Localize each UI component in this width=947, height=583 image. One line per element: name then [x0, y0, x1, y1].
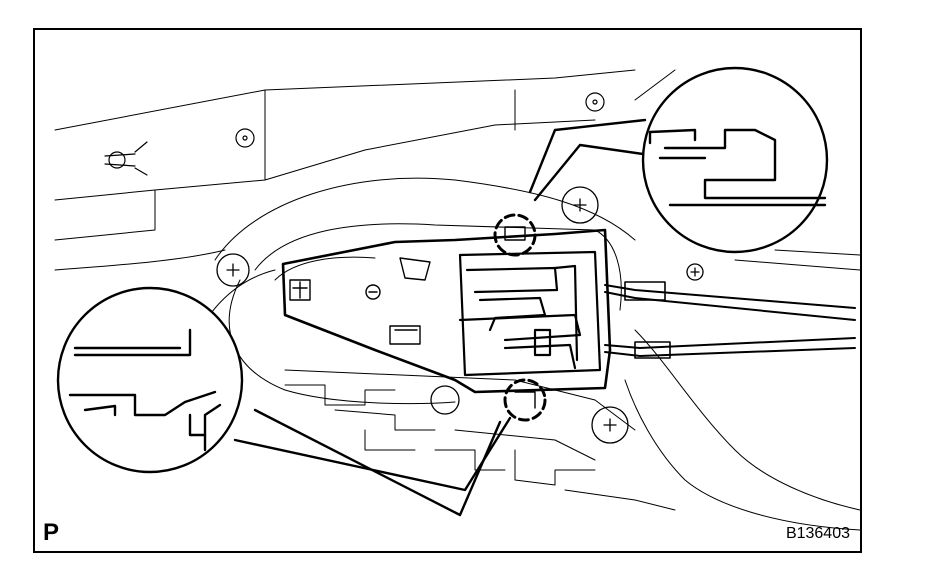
screw-right [686, 263, 704, 281]
panel-clip-1 [235, 128, 255, 148]
door-panel [54, 69, 860, 531]
screw-lower [591, 406, 629, 444]
handle-base [281, 228, 612, 394]
cables [604, 281, 856, 359]
door-handle-diagram [54, 66, 860, 531]
figure-frame: P B136403 [33, 28, 862, 553]
callout-leaders-upper [528, 118, 652, 202]
magnified-detail-lower [56, 286, 244, 474]
screw-left [216, 253, 250, 287]
latch-mechanism [458, 250, 602, 377]
handle-base-details [289, 257, 431, 345]
panel-clip-2 [585, 92, 605, 112]
handle-bezel [228, 223, 622, 405]
lower-structure [284, 369, 676, 511]
callout-small-parts [504, 226, 536, 409]
view-label: P [43, 519, 60, 546]
magnified-detail-upper [641, 66, 829, 254]
screw-upper [561, 186, 599, 224]
left-screw [104, 141, 148, 176]
detail-callout-upper [493, 213, 537, 257]
figure-code: B136403 [785, 525, 850, 542]
callout-leaders-lower [233, 408, 512, 517]
screw-bottom-left [430, 385, 460, 415]
detail-callout-lower [503, 378, 547, 422]
